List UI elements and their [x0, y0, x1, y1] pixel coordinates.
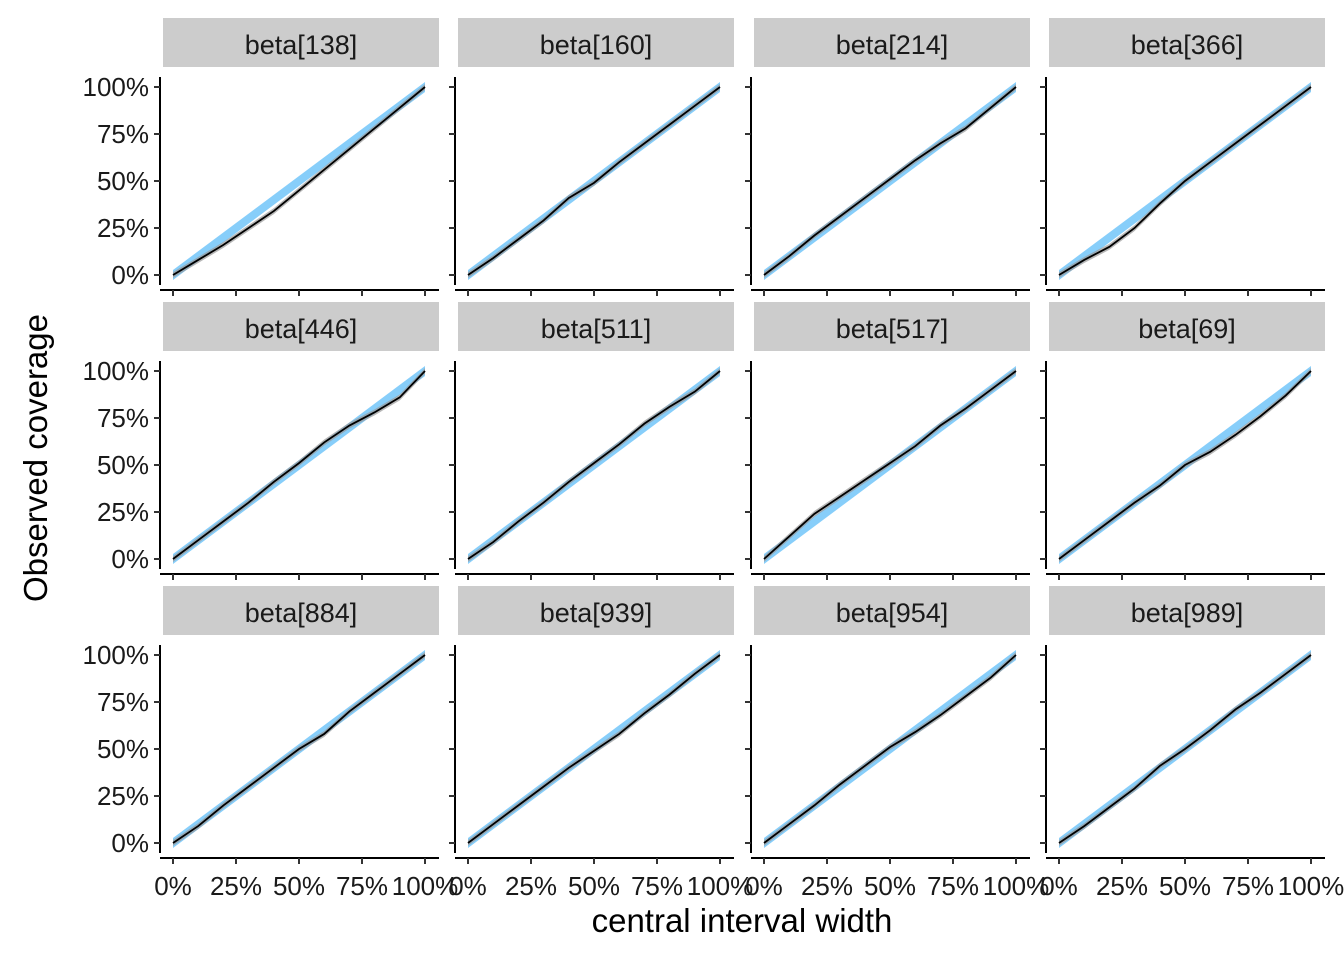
- x-tick-label: 75%: [336, 871, 388, 901]
- y-tick-label: 50%: [97, 734, 149, 764]
- x-tick-label: 50%: [273, 871, 325, 901]
- facet-title: beta[939]: [540, 598, 653, 628]
- y-tick-label: 50%: [97, 450, 149, 480]
- x-tick-label: 75%: [631, 871, 683, 901]
- x-tick-label: 25%: [210, 871, 262, 901]
- x-tick-label: 75%: [1222, 871, 1274, 901]
- x-tick-label: 25%: [505, 871, 557, 901]
- x-tick-label: 0%: [449, 871, 487, 901]
- x-tick-label: 100%: [687, 871, 754, 901]
- facet-panel: beta[214]: [745, 18, 1030, 296]
- facet-panel: beta[517]: [745, 302, 1030, 580]
- x-tick-label: 50%: [568, 871, 620, 901]
- facet-title: beta[884]: [245, 598, 358, 628]
- facet-panel: beta[511]: [449, 302, 734, 580]
- facet-panel: beta[989] 0% 25% 50% 75%100%: [1040, 586, 1344, 901]
- facet-panel: beta[138] 0% 25% 50% 75% 100%: [83, 18, 440, 296]
- y-tick-label: 0%: [111, 260, 149, 290]
- facet-panel: beta[884]0%25%50%75%100%0%25%50%75%100%: [83, 586, 459, 901]
- y-tick-label: 25%: [97, 213, 149, 243]
- y-tick-label: 100%: [83, 640, 150, 670]
- y-tick-label: 75%: [97, 403, 149, 433]
- y-tick-label: 50%: [97, 166, 149, 196]
- x-tick-label: 50%: [864, 871, 916, 901]
- facet-title: beta[517]: [836, 314, 949, 344]
- facet-title: beta[138]: [245, 30, 358, 60]
- panels-layer: beta[138]0%25%50%75%100%beta[160]beta[21…: [83, 18, 1344, 901]
- x-tick-label: 100%: [1278, 871, 1344, 901]
- facet-title: beta[69]: [1138, 314, 1236, 344]
- facet-title: beta[989]: [1131, 598, 1244, 628]
- y-tick-label: 25%: [97, 497, 149, 527]
- y-axis-label: Observed coverage: [17, 314, 54, 602]
- facet-panel: beta[160]: [449, 18, 734, 296]
- facet-panel: beta[446] 0% 25% 50% 75% 100%: [83, 302, 440, 580]
- x-tick-label: 0%: [154, 871, 192, 901]
- x-tick-label: 25%: [801, 871, 853, 901]
- x-tick-label: 0%: [1040, 871, 1078, 901]
- x-tick-label: 75%: [927, 871, 979, 901]
- facet-panel: beta[366]: [1040, 18, 1325, 296]
- facet-title: beta[214]: [836, 30, 949, 60]
- y-tick-label: 25%: [97, 781, 149, 811]
- observed-coverage-line: [173, 655, 425, 843]
- facet-panel: beta[939] 0% 25% 50% 75%100%: [449, 586, 753, 901]
- facet-title: beta[954]: [836, 598, 949, 628]
- y-tick-label: 100%: [83, 356, 150, 386]
- facet-title: beta[366]: [1131, 30, 1244, 60]
- x-axis-label: central interval width: [592, 902, 893, 939]
- y-tick-label: 75%: [97, 119, 149, 149]
- facet-title: beta[160]: [540, 30, 653, 60]
- y-tick-label: 100%: [83, 72, 150, 102]
- facet-panel: beta[69]: [1040, 302, 1325, 580]
- facet-title: beta[446]: [245, 314, 358, 344]
- x-tick-label: 0%: [745, 871, 783, 901]
- facet-panel: beta[954]0%25%50%75%100%: [745, 586, 1049, 901]
- y-tick-label: 0%: [111, 544, 149, 574]
- y-tick-label: 75%: [97, 687, 149, 717]
- y-tick-label: 0%: [111, 828, 149, 858]
- facet-title: beta[511]: [541, 314, 652, 344]
- x-tick-label: 25%: [1096, 871, 1148, 901]
- x-tick-label: 50%: [1159, 871, 1211, 901]
